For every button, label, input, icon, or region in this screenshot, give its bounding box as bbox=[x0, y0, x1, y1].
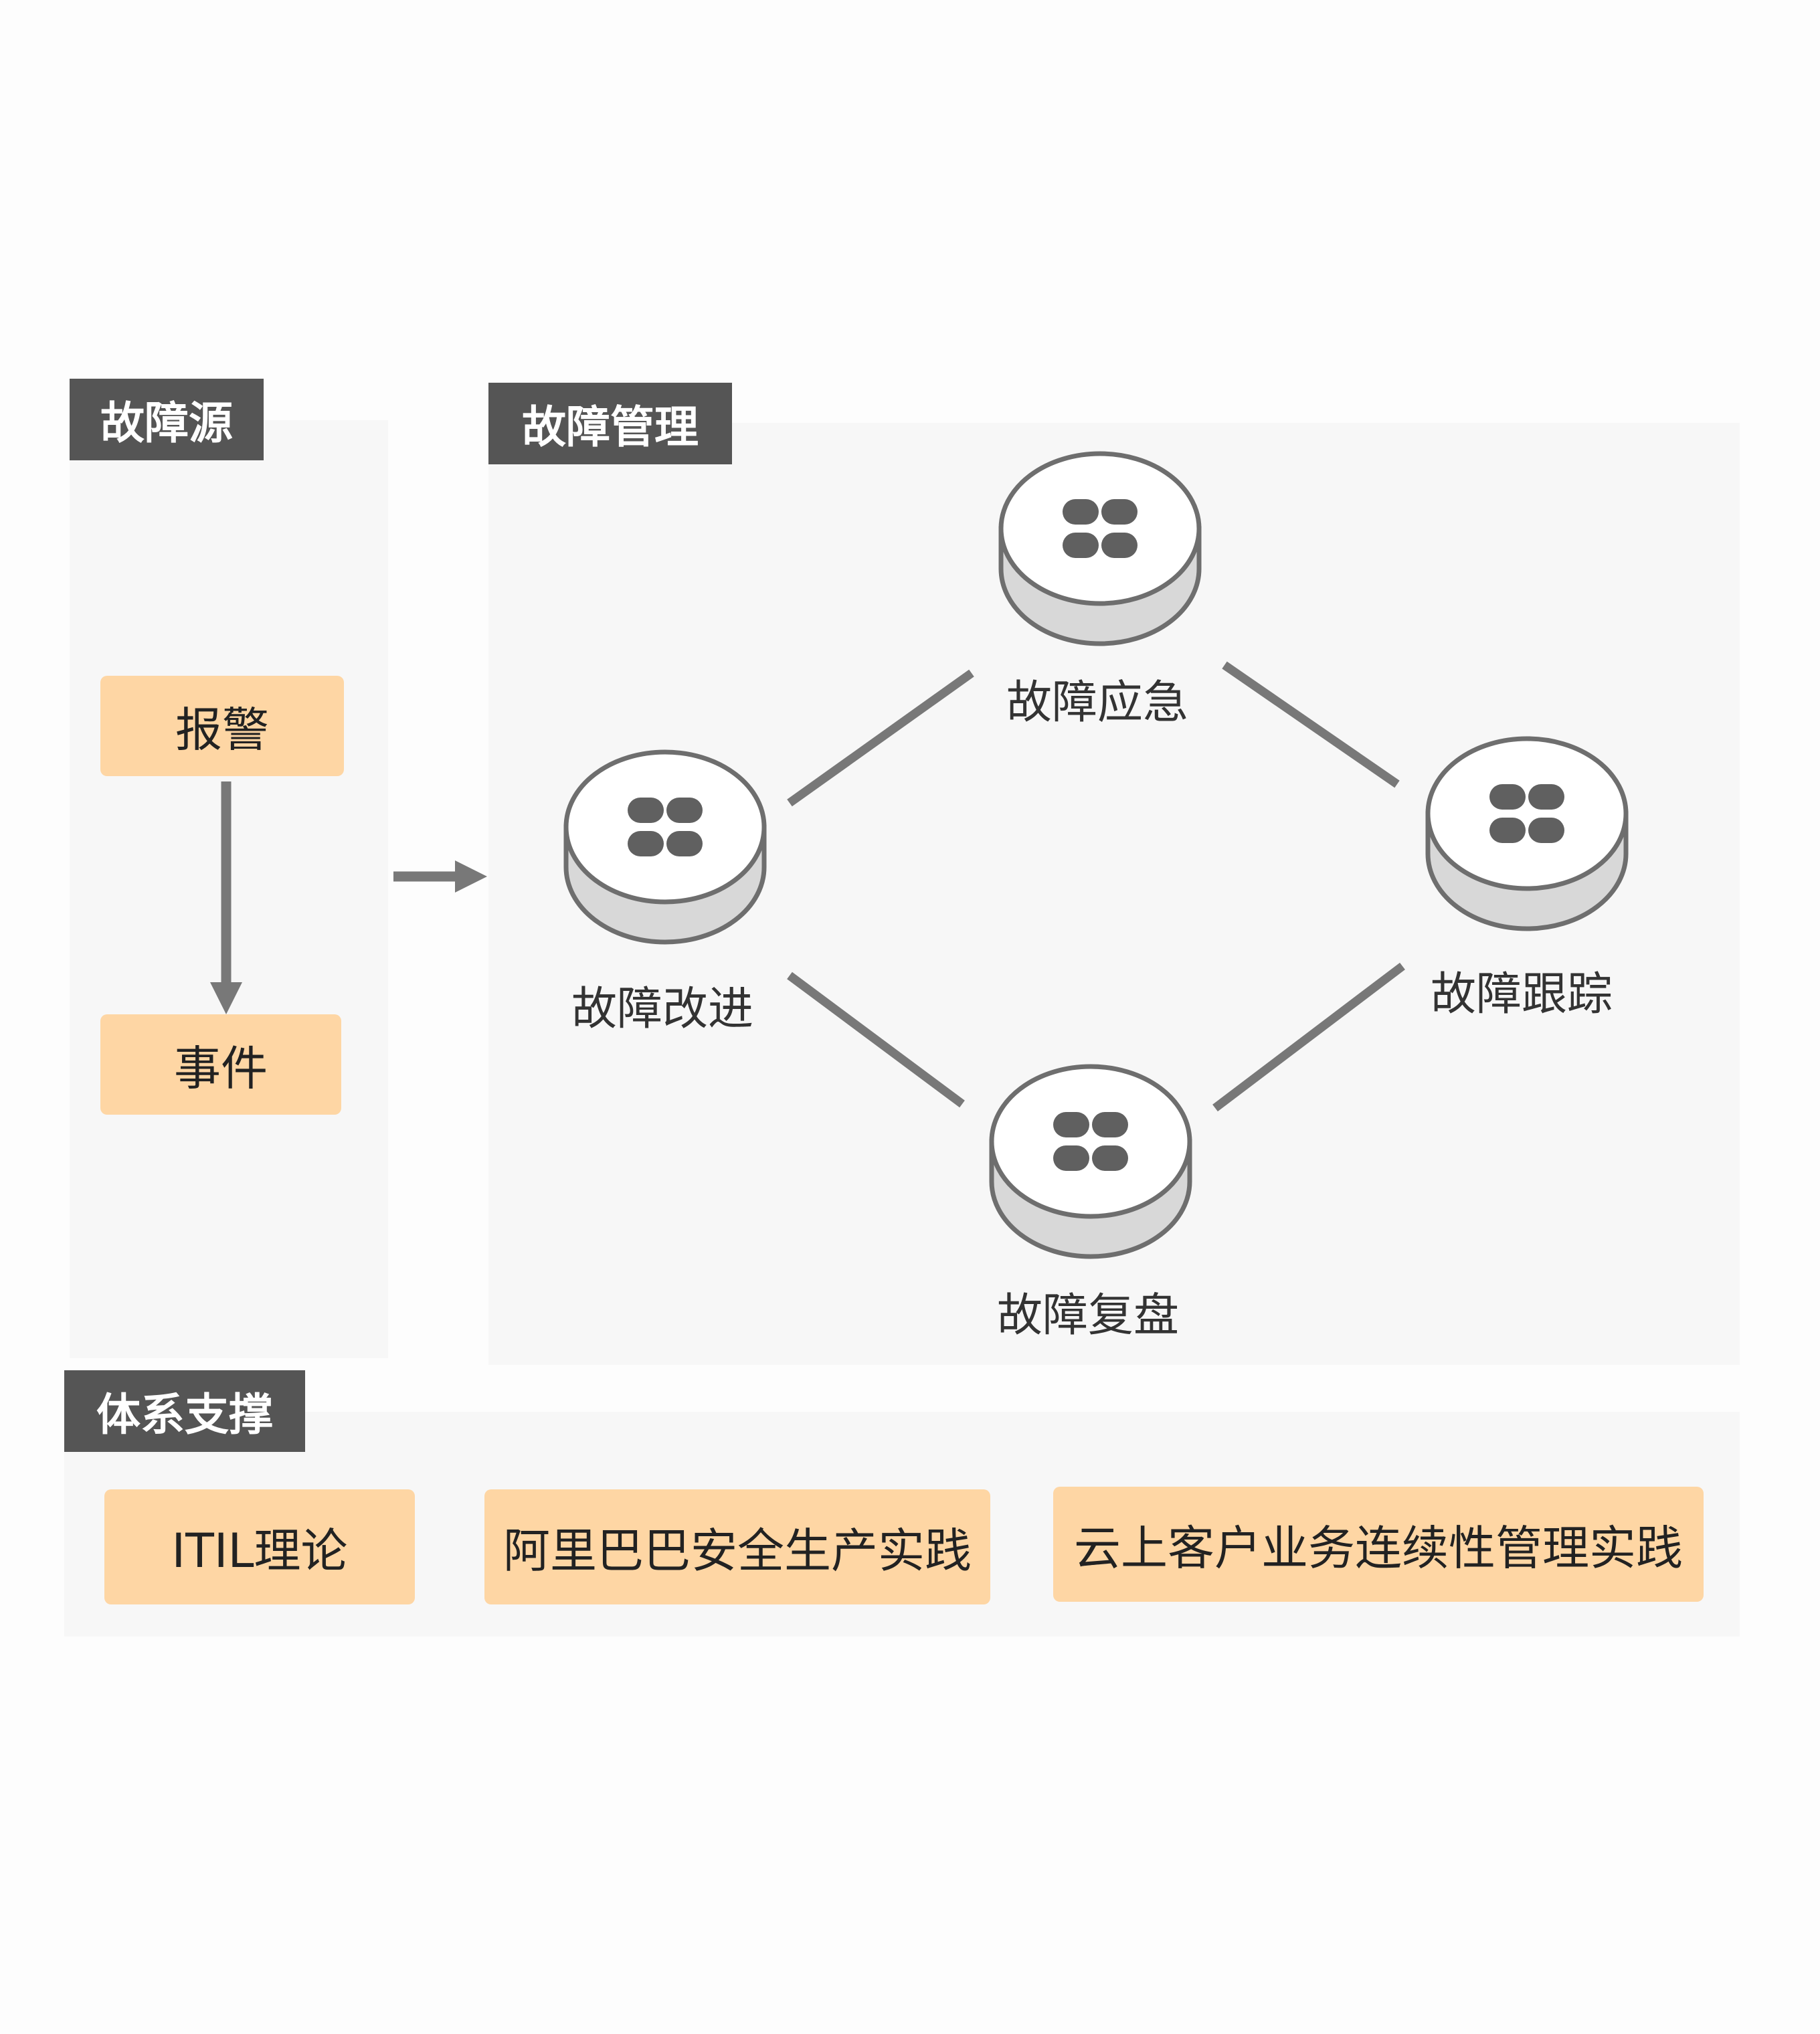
fault-management-title: 故障管理 bbox=[488, 383, 732, 464]
support-item-cloud-continuity: 云上客户业务连续性管理实践 bbox=[1053, 1487, 1704, 1602]
review-node bbox=[992, 1067, 1190, 1257]
tracking-label: 故障跟踪 bbox=[1430, 968, 1613, 1021]
improvement-label: 故障改进 bbox=[571, 983, 753, 1036]
fault-source-title: 故障源 bbox=[70, 379, 264, 460]
emergency-label: 故障应急 bbox=[1006, 676, 1188, 729]
improvement-emergency-connector bbox=[787, 669, 974, 807]
emergency-tracking-connector bbox=[1222, 661, 1400, 788]
system-support-title: 体系支撑 bbox=[64, 1370, 305, 1452]
support-item-alibaba-practice: 阿里巴巴安全生产实践 bbox=[484, 1489, 990, 1604]
alarm-box: 报警 bbox=[100, 676, 344, 776]
emergency-node bbox=[1001, 454, 1199, 644]
review-label: 故障复盘 bbox=[996, 1289, 1179, 1342]
tracking-node bbox=[1428, 739, 1626, 929]
review-tracking-connector bbox=[1212, 962, 1405, 1112]
support-item-itil: ITIL理论 bbox=[104, 1489, 415, 1604]
event-box: 事件 bbox=[100, 1014, 341, 1115]
improvement-node bbox=[566, 752, 764, 942]
improvement-review-connector bbox=[787, 972, 965, 1108]
